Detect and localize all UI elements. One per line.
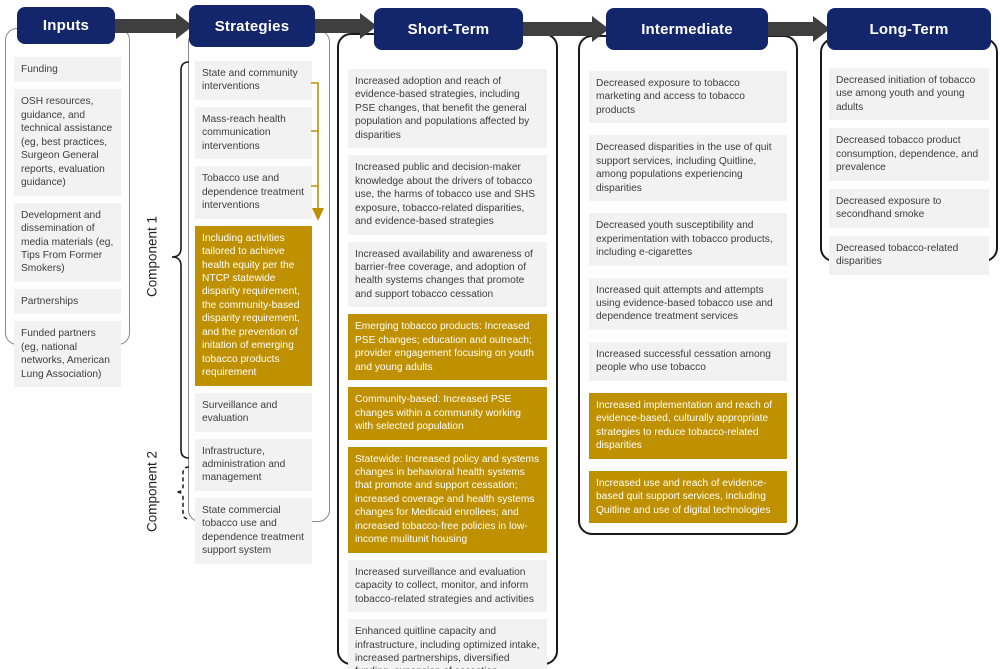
list-item: Decreased tobacco product consumption, d… xyxy=(829,128,989,181)
column-header-long-term: Long-Term xyxy=(827,8,991,50)
long-term-column: Decreased initiation of tobacco use amon… xyxy=(820,38,998,275)
list-item: Surveillance and evaluation xyxy=(195,392,312,432)
list-item: Tobacco use and dependence treatment int… xyxy=(195,166,312,219)
list-item: Mass-reach health communication interven… xyxy=(195,106,312,160)
component-2-label: Component 2 xyxy=(144,450,160,533)
list-item: Increased use and reach of evidence-base… xyxy=(589,470,787,523)
list-item: Community-based: Increased PSE changes w… xyxy=(348,387,547,440)
column-header-strategies: Strategies xyxy=(189,5,315,47)
list-item: Increased adoption and reach of evidence… xyxy=(348,69,547,149)
component-1-label: Component 1 xyxy=(144,215,160,298)
list-item: Increased availability and awareness of … xyxy=(348,241,547,308)
list-item: State commercial tobacco use and depende… xyxy=(195,497,312,564)
list-item: Decreased youth susceptibility and exper… xyxy=(589,213,787,266)
list-item: Increased implementation and reach of ev… xyxy=(589,392,787,459)
list-item: OSH resources, guidance, and technical a… xyxy=(14,89,121,196)
column-header-short-term: Short-Term xyxy=(374,8,523,50)
list-item: Decreased tobacco-related disparities xyxy=(829,235,989,275)
list-item: Increased successful cessation among peo… xyxy=(589,341,787,381)
list-item: Increased public and decision-maker know… xyxy=(348,155,547,235)
list-item: Emerging tobacco products: Increased PSE… xyxy=(348,314,547,381)
list-item: Statewide: Increased policy and systems … xyxy=(348,446,547,553)
list-item: Increased quit attempts and attempts usi… xyxy=(589,277,787,330)
intermediate-column: Decreased exposure to tobacco marketing … xyxy=(578,35,798,535)
list-item: Infrastructure, administration and manag… xyxy=(195,438,312,491)
list-item: Increased surveillance and evaluation ca… xyxy=(348,559,547,613)
list-item: Decreased disparities in the use of quit… xyxy=(589,135,787,202)
list-item: Decreased initiation of tobacco use amon… xyxy=(829,68,989,121)
list-item: Decreased exposure to tobacco marketing … xyxy=(589,71,787,124)
component-1-brace xyxy=(171,61,190,459)
list-item: Decreased exposure to secondhand smoke xyxy=(829,188,989,228)
list-item: Development and dissemination of media m… xyxy=(14,202,121,282)
list-item: Partnerships xyxy=(14,288,121,315)
column-header-intermediate: Intermediate xyxy=(606,8,768,50)
list-item: Enhanced quitline capacity and infrastru… xyxy=(348,619,547,669)
list-item: Funding xyxy=(14,57,121,83)
short-term-column: Increased adoption and reach of evidence… xyxy=(337,33,558,669)
column-header-inputs: Inputs xyxy=(17,7,115,44)
list-item: Including activities tailored to achieve… xyxy=(195,225,312,386)
list-item: State and community interventions xyxy=(195,61,312,100)
list-item: Funded partners (eg, national networks, … xyxy=(14,321,121,388)
